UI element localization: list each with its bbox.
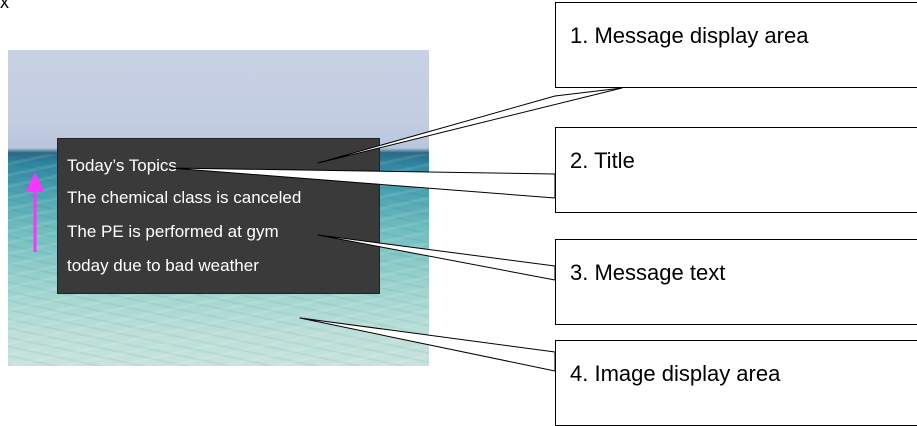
callout-label: 2. Title <box>570 148 635 173</box>
corner-label: x <box>0 0 9 12</box>
callout-box-2: 2. Title <box>555 127 917 213</box>
message-display-area <box>57 138 380 294</box>
message-line: today due to bad weather <box>67 256 259 275</box>
message-title: Today’s Topics <box>67 156 177 175</box>
leader-line-1 <box>317 87 623 164</box>
message-line: The chemical class is canceled <box>67 188 302 207</box>
callout-label: 4. Image display area <box>570 361 781 386</box>
leader-line-3 <box>317 234 556 281</box>
leader-line-4 <box>299 317 556 372</box>
callout-label: 3. Message text <box>570 260 726 285</box>
callout-box-1: 1. Message display area <box>555 2 917 88</box>
callout-label: 1. Message display area <box>570 23 809 48</box>
leader-line-2 <box>169 167 556 199</box>
message-line: The PE is performed at gym <box>67 222 279 241</box>
callout-box-4: 4. Image display area <box>555 340 917 426</box>
up-arrow-icon <box>26 172 44 252</box>
callout-box-3: 3. Message text <box>555 239 917 325</box>
